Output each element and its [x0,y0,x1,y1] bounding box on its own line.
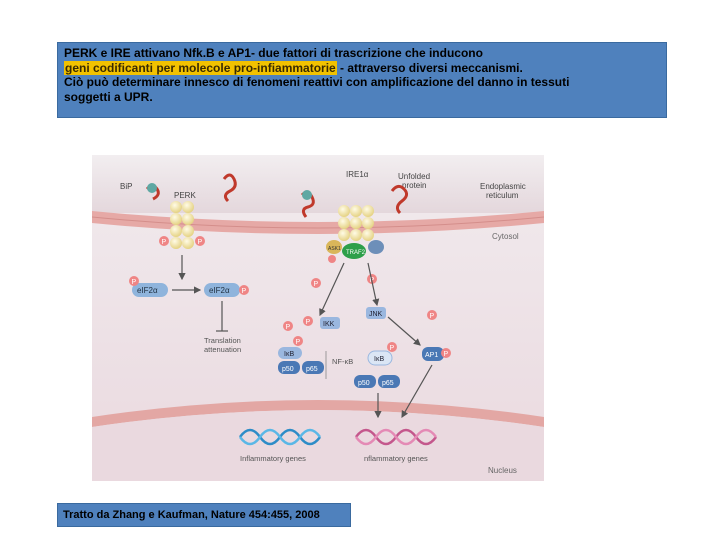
ikk-label: IKK [323,321,335,328]
jnk-label: JNK [369,311,383,318]
er-label-2: reticulum [486,191,519,200]
svg-text:IκB: IκB [284,351,294,358]
bip-label: BiP [120,182,132,191]
ask1-label: ASK1 [328,246,341,252]
p65-right-label: p65 [382,380,394,387]
translation-label: Translation [204,336,241,345]
svg-text:P: P [314,281,319,288]
attenuation-label: attenuation [204,345,241,354]
svg-text:P: P [390,345,395,352]
svg-text:P: P [296,339,301,346]
svg-text:p65: p65 [306,366,318,373]
svg-text:p50: p50 [282,366,294,373]
header-line-2-rest: - attraverso diversi meccanismi. [337,61,523,75]
caption-box: Tratto da Zhang e Kaufman, Nature 454:45… [57,503,351,527]
header-line-2: geni codificanti per molecole pro-infiam… [64,61,660,76]
traf2-label: TRAF2 [346,250,366,256]
bip-icon [147,183,157,193]
header-highlight: geni codificanti per molecole pro-infiam… [64,61,337,75]
eif2a-right-label: eIF2α [209,286,230,295]
svg-text:P: P [286,324,291,331]
unfolded-label: Unfolded [398,172,430,181]
svg-text:P: P [444,351,449,358]
nfkb-label: NF-κB [332,357,353,366]
nucleus-area [92,410,544,481]
cytosol-label: Cytosol [492,232,519,241]
ire1a-receptor [338,205,374,241]
phosphate-icon [328,255,336,263]
header-line-3: Ciò può determinare innesco di fenomeni … [64,75,660,90]
eif2a-left-label: eIF2α [137,286,158,295]
ire-partner-icon [368,240,384,254]
upr-pathway-figure: BiP PERK IRE1α Unfolded protein Endoplas… [92,155,544,481]
svg-text:P: P [306,319,311,326]
p50-right-label: p50 [358,380,370,387]
header-line-4: soggetti a UPR. [64,90,660,105]
er-label-1: Endoplasmic [480,182,526,191]
header-line-1: PERK e IRE attivano Nfk.B e AP1- due fat… [64,46,660,61]
svg-text:P: P [132,279,137,286]
svg-text:P: P [430,313,435,320]
svg-text:P: P [162,239,167,246]
svg-text:P: P [242,288,247,295]
ikb-right-label: IκB [374,356,384,363]
svg-text:P: P [198,239,203,246]
bip-icon [302,190,312,200]
genes-left-label: Inflammatory genes [240,454,306,463]
perk-label: PERK [174,191,196,200]
ire1a-label: IRE1α [346,170,369,179]
header-text-box: PERK e IRE attivano Nfk.B e AP1- due fat… [57,42,667,118]
genes-right-label: nflammatory genes [364,454,428,463]
ap1-label: AP1 [425,352,438,359]
nucleus-label: Nucleus [488,466,517,475]
er-lumen [92,155,544,213]
